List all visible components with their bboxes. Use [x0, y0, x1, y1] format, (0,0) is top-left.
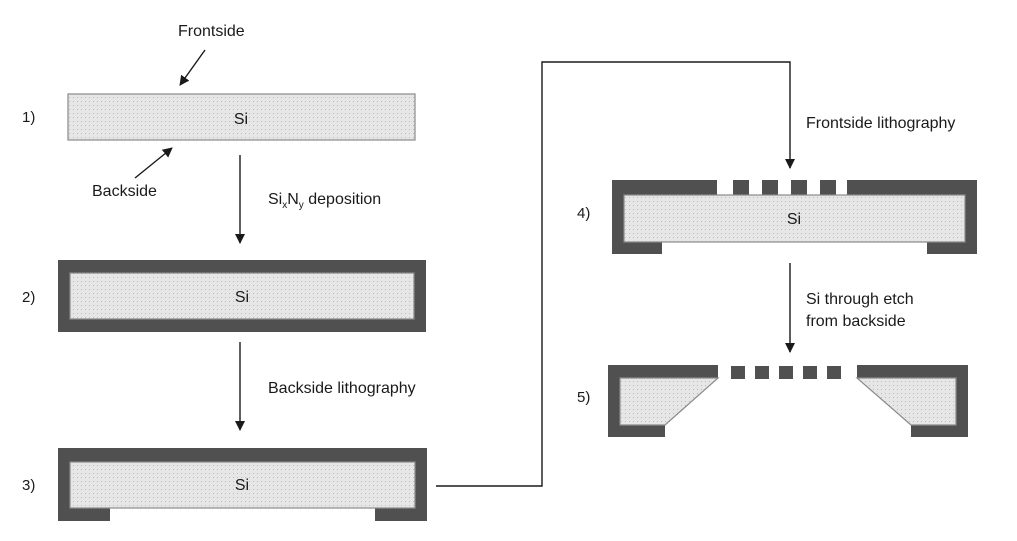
- step-5-nitride-bottom-right: [911, 425, 968, 437]
- step-1-number: 1): [22, 109, 35, 126]
- step-3-number: 3): [22, 477, 35, 494]
- step-4-silicon: [623, 194, 966, 243]
- step-4-si-label: Si: [787, 211, 801, 228]
- step-1-si-label: Si: [234, 111, 248, 128]
- step-3-nitride-right: [415, 448, 427, 508]
- si-through-etch-label-line2: from backside: [806, 313, 906, 330]
- step-5-membrane-dot-2: [755, 366, 769, 379]
- step-3-silicon: [69, 461, 416, 509]
- step-4-nitride-left: [612, 180, 624, 242]
- step-4-nitride-top-left: [612, 180, 717, 195]
- step-4-nitride-bottom-left: [612, 242, 662, 254]
- step-5-membrane-dot-3: [779, 366, 793, 379]
- backside-arrow: [134, 147, 173, 179]
- step-5-membrane-dot-4: [803, 366, 817, 379]
- step-5-nitride-bottom-left: [608, 425, 665, 437]
- step-3-nitride-bottom-right: [375, 508, 427, 521]
- step-5-silicon-left: [619, 377, 720, 426]
- step-3-nitride-top: [58, 448, 427, 462]
- step-2-number: 2): [22, 289, 35, 306]
- step-1-silicon: [67, 93, 416, 141]
- step-5-silicon-right: [855, 377, 957, 426]
- step-5-nitride-top-right: [857, 365, 968, 378]
- step-3-si-label: Si: [235, 477, 249, 494]
- step-4-nitride-dot-3: [791, 180, 807, 195]
- step-4-nitride-dot-2: [762, 180, 778, 195]
- step-5-nitride-right: [956, 365, 968, 437]
- step-5-nitride-top-left: [608, 365, 718, 378]
- frontside-arrow: [179, 49, 206, 86]
- step-4-nitride-dot-1: [733, 180, 749, 195]
- step-3-nitride-left: [58, 448, 70, 508]
- step-2-silicon: [69, 272, 415, 320]
- step-4-nitride-top-right: [847, 180, 977, 195]
- connector-step3-to-step4: [436, 61, 795, 487]
- step-4-nitride-right: [965, 180, 977, 242]
- step-5-wafer: [608, 365, 968, 437]
- si-through-etch-label-line1: Si through etch: [806, 291, 914, 308]
- step-4-nitride-dot-4: [820, 180, 836, 195]
- step-1-wafer: Si: [67, 93, 416, 141]
- step-4-wafer: Si: [612, 180, 977, 254]
- backside-lithography-label: Backside lithography: [268, 380, 416, 397]
- step-2-si-label: Si: [235, 289, 249, 306]
- step-5-membrane-dot-5: [827, 366, 841, 379]
- step-3-wafer: Si: [58, 448, 427, 521]
- step-5-membrane-dot-1: [731, 366, 745, 379]
- step-4-number: 4): [577, 205, 590, 222]
- step-5-number: 5): [577, 389, 590, 406]
- sixny-deposition-label: SixNy deposition: [268, 191, 381, 211]
- frontside-lithography-label: Frontside lithography: [806, 115, 955, 132]
- frontside-label: Frontside: [178, 23, 245, 40]
- step-5-nitride-left: [608, 365, 620, 437]
- step-4-nitride-bottom-right: [927, 242, 977, 254]
- backside-label: Backside: [92, 183, 157, 200]
- step-2-wafer: Si: [58, 260, 426, 332]
- step-3-nitride-bottom-left: [58, 508, 110, 521]
